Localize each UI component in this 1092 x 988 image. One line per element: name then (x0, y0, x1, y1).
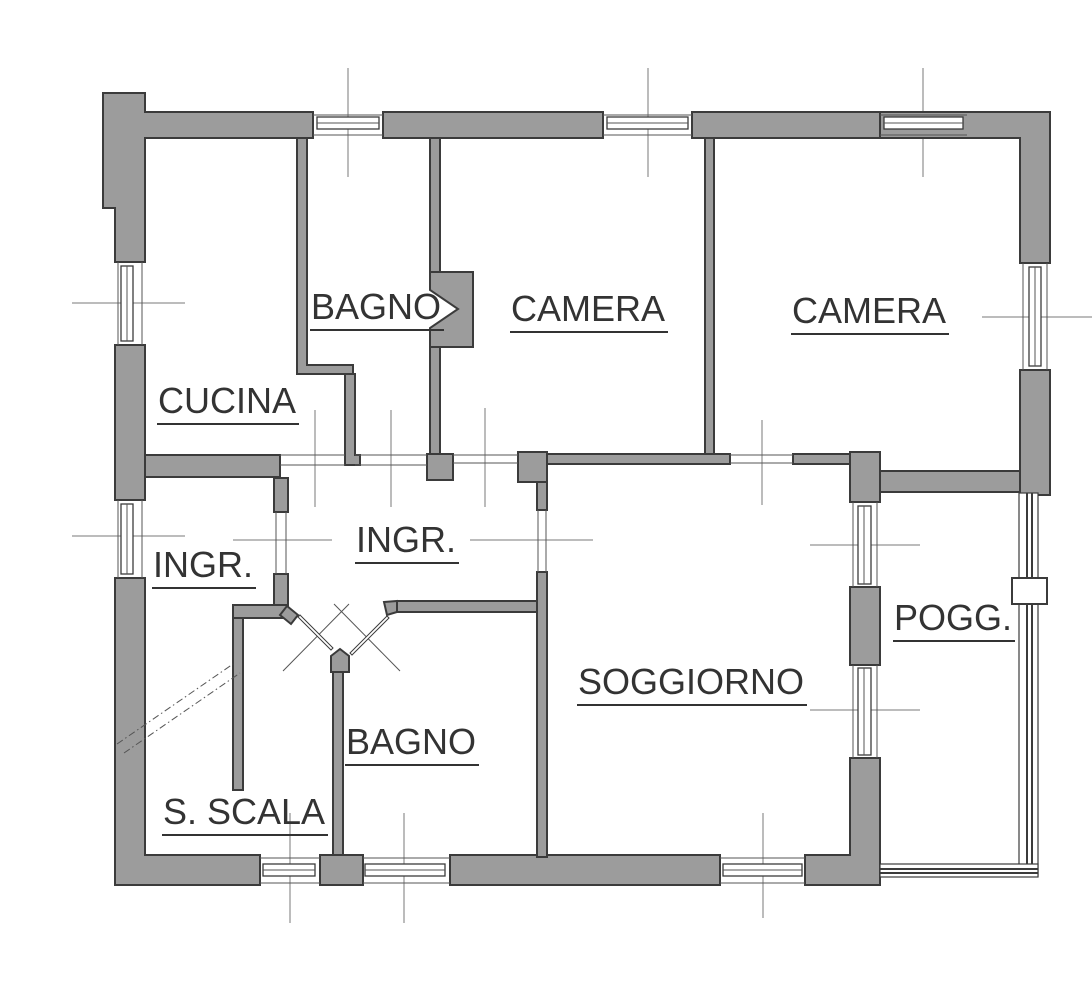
wall-segment (114, 344, 146, 501)
railing (879, 863, 1039, 878)
wall-segment (426, 453, 454, 481)
wall-segment (429, 346, 441, 455)
interior-walls (144, 137, 1021, 858)
stair-direction-lines (116, 663, 241, 754)
wall-segment (546, 453, 731, 465)
room-label-ingresso-center: INGR. (355, 519, 460, 565)
door-openings (275, 454, 793, 574)
room-label-camera-left: CAMERA (510, 288, 669, 334)
wall-segment (517, 451, 548, 483)
balcony-railing (879, 492, 1048, 878)
wall-segment (273, 573, 289, 606)
wall-segment (114, 577, 261, 886)
wall-segment (102, 92, 314, 263)
room-label-bagno-top: BAGNO (310, 286, 445, 332)
windows (117, 114, 1048, 884)
wall-segment (382, 111, 604, 139)
room-label-poggiolo: POGG. (893, 597, 1016, 643)
wall-segment (849, 451, 881, 503)
door-jamb (278, 604, 300, 626)
wall-segment (691, 111, 881, 139)
room-label-vano-scala: S. SCALA (162, 791, 329, 837)
wall-segment (804, 757, 881, 886)
door-leaf (297, 614, 334, 651)
wall-segment (396, 600, 538, 613)
room-label-soggiorno: SOGGIORNO (577, 661, 808, 707)
door-post (330, 647, 350, 673)
wall-segment (879, 470, 1021, 493)
wall-segment (429, 137, 441, 273)
wall-segment (536, 571, 548, 858)
wall-segment (449, 854, 721, 886)
balcony-pillar (1011, 577, 1048, 605)
door-swing-line (282, 603, 350, 672)
stair-line (116, 663, 234, 745)
room-label-bagno-lower: BAGNO (345, 721, 480, 767)
stair-line (123, 672, 241, 754)
wall-segment (849, 586, 881, 666)
exterior-walls (102, 92, 1051, 886)
hall-doors (282, 603, 401, 672)
wall-segment (332, 669, 344, 856)
room-label-ingresso-left: INGR. (152, 544, 257, 590)
railing (1018, 492, 1039, 877)
room-label-camera-right: CAMERA (791, 290, 950, 336)
door-jamb (382, 599, 398, 617)
wall-segment (704, 137, 715, 455)
wall-segment (144, 454, 281, 478)
wall-segment (792, 453, 851, 465)
wall-segment (344, 373, 361, 466)
door-jamb-niche (429, 271, 474, 348)
wall-segment (536, 481, 548, 511)
wall-segment (1019, 369, 1051, 496)
stair-wall (232, 617, 244, 791)
wall-segment (296, 137, 354, 375)
door-leaf (349, 615, 390, 656)
room-label-cucina: CUCINA (157, 380, 300, 426)
wall-segment (273, 477, 289, 513)
wall-segment (319, 854, 364, 886)
